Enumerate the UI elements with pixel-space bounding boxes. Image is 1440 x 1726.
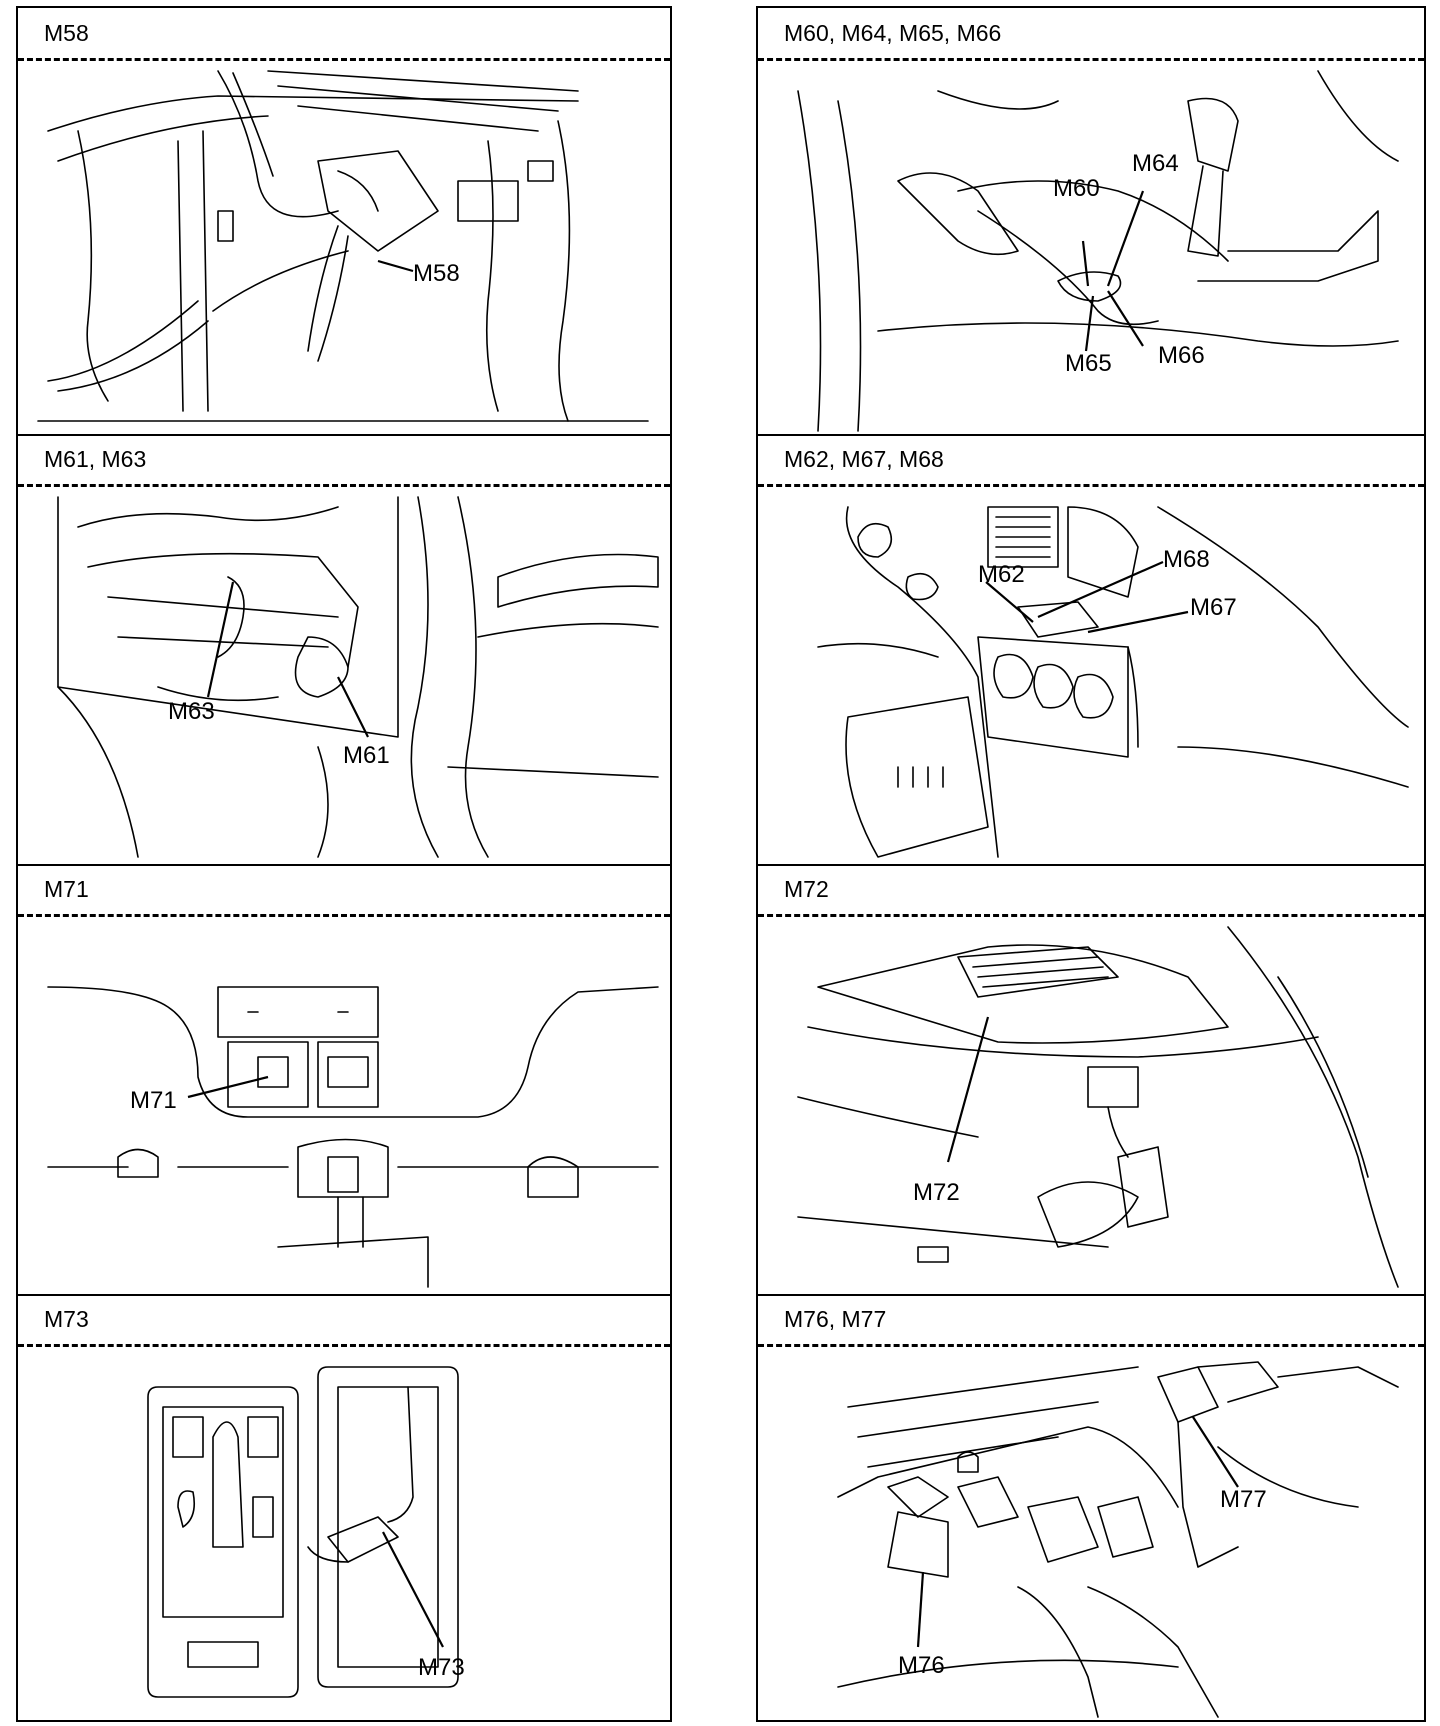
callout-label: M63 <box>168 698 215 725</box>
connector-location-illustration: M72 <box>758 917 1424 1294</box>
callout-label: M68 <box>1163 546 1210 573</box>
connector-location-illustration: M73 <box>18 1347 670 1720</box>
connector-location-illustration: M58 <box>18 61 670 434</box>
panel-title: M71 <box>44 876 89 902</box>
panel-header: M73 <box>18 1294 670 1347</box>
panel-header: M71 <box>18 864 670 917</box>
callout-label: M67 <box>1190 594 1237 621</box>
callout-label: M76 <box>898 1652 945 1679</box>
panel-header: M61, M63 <box>18 434 670 487</box>
connector-location-illustration: M68 M62 M67 <box>758 487 1424 864</box>
connector-location-illustration: M63 M61 <box>18 487 670 864</box>
callout-label: M65 <box>1065 350 1112 377</box>
connector-location-illustration: M71 <box>18 917 670 1294</box>
connector-location-illustration: M77 M76 <box>758 1347 1424 1720</box>
panel-title: M60, M64, M65, M66 <box>784 20 1002 46</box>
panel-m72: M72 M72 <box>758 864 1424 1296</box>
panel-header: M60, M64, M65, M66 <box>758 8 1424 61</box>
panel-m58: M58 <box>18 8 670 436</box>
panel-title: M58 <box>44 20 89 46</box>
panel-m71: M71 M71 <box>18 864 670 1296</box>
left-column: M58 <box>16 6 672 1722</box>
callout-label: M77 <box>1220 1486 1267 1513</box>
callout-label: M58 <box>413 260 460 287</box>
panel-header: M72 <box>758 864 1424 917</box>
panel-m76-m77: M76, M77 M77 <box>758 1294 1424 1720</box>
right-column: M60, M64, M65, M66 M60 <box>756 6 1426 1722</box>
callout-label: M71 <box>130 1087 177 1114</box>
panel-m61-m63: M61, M63 M63 M61 <box>18 434 670 866</box>
panel-header: M76, M77 <box>758 1294 1424 1347</box>
panel-header: M62, M67, M68 <box>758 434 1424 487</box>
callout-label: M73 <box>418 1654 465 1681</box>
callout-label: M66 <box>1158 342 1205 369</box>
panel-title: M61, M63 <box>44 446 147 472</box>
panel-title: M72 <box>784 876 829 902</box>
callout-label: M60 <box>1053 175 1100 202</box>
callout-label: M62 <box>978 561 1025 588</box>
panel-m62-m67-m68: M62, M67, M68 <box>758 434 1424 866</box>
callout-label: M61 <box>343 742 390 769</box>
panel-title: M76, M77 <box>784 1306 887 1332</box>
panel-title: M62, M67, M68 <box>784 446 944 472</box>
panel-m60-m64-m65-m66: M60, M64, M65, M66 M60 <box>758 8 1424 436</box>
panel-title: M73 <box>44 1306 89 1332</box>
panel-header: M58 <box>18 8 670 61</box>
panel-m73: M73 M73 <box>18 1294 670 1720</box>
callout-label: M64 <box>1132 150 1179 177</box>
connector-location-illustration: M60 M64 M65 M66 <box>758 61 1424 434</box>
callout-label: M72 <box>913 1179 960 1206</box>
